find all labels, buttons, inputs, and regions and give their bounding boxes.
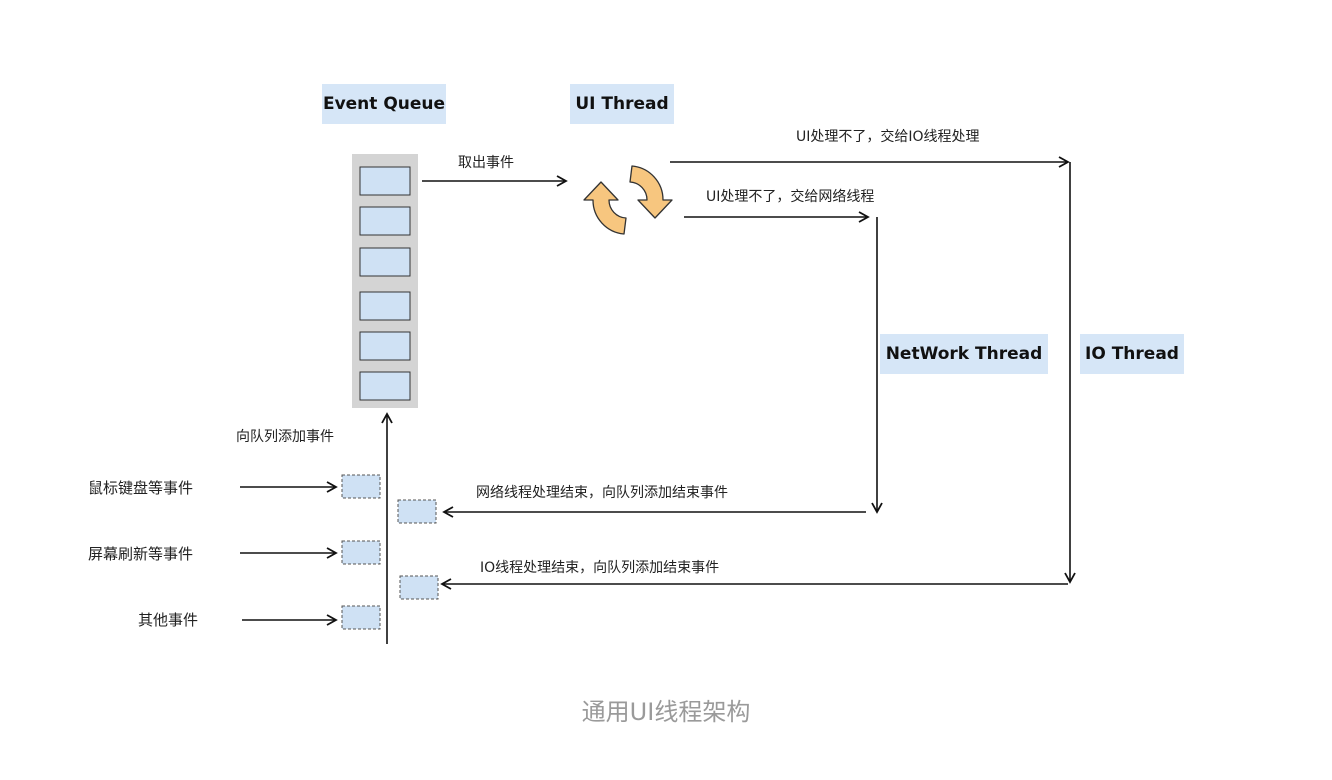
cycle-icon — [583, 165, 673, 235]
queue-slot — [359, 206, 411, 236]
event-queue-tag: Event Queue — [322, 84, 446, 124]
queue-slot — [359, 166, 411, 196]
event-chip — [341, 540, 381, 565]
queue-slot — [359, 291, 411, 321]
event-chips — [341, 474, 439, 630]
ui-thread-tag: UI Thread — [570, 84, 674, 124]
source-label-other: 其他事件 — [138, 611, 199, 629]
network-done-label: 网络线程处理结束，向队列添加结束事件 — [476, 485, 728, 501]
event-queue-container — [352, 154, 418, 408]
source-label-input: 鼠标键盘等事件 — [88, 479, 194, 497]
add-to-queue-label: 向队列添加事件 — [236, 429, 334, 445]
queue-slot — [359, 331, 411, 361]
to-network-label: UI处理不了，交给网络线程 — [706, 189, 875, 205]
queue-slot — [359, 371, 411, 401]
take-event-label: 取出事件 — [458, 155, 514, 171]
event-chip — [397, 499, 437, 524]
event-chip — [399, 575, 439, 600]
to-io-label: UI处理不了，交给IO线程处理 — [796, 129, 980, 145]
io-thread-tag: IO Thread — [1080, 334, 1184, 374]
event-chip — [341, 474, 381, 499]
source-label-refresh: 屏幕刷新等事件 — [88, 545, 194, 563]
io-done-label: IO线程处理结束，向队列添加结束事件 — [480, 560, 720, 576]
queue-slot — [359, 247, 411, 277]
event-chip — [341, 605, 381, 630]
figure-caption: 通用UI线程架构 — [581, 698, 751, 726]
network-thread-tag: NetWork Thread — [880, 334, 1048, 374]
queue-slots — [359, 166, 411, 401]
